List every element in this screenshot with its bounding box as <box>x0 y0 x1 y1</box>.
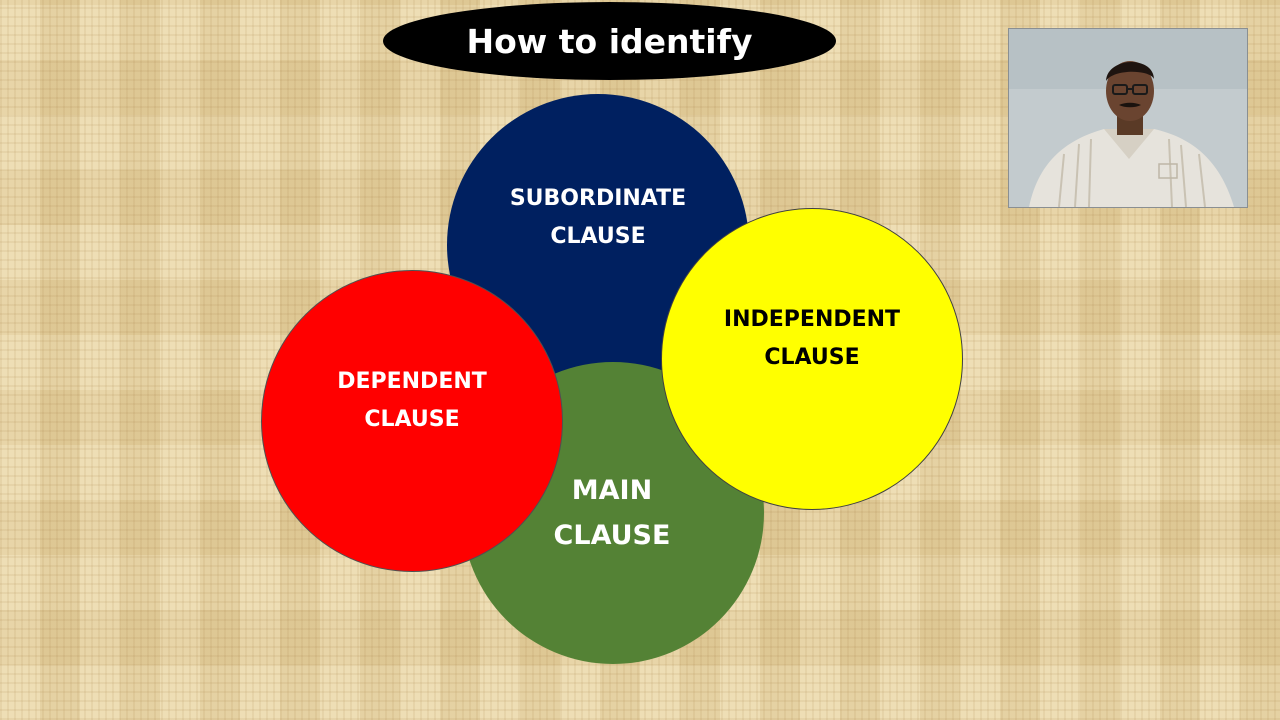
subordinate-clause-line1: SUBORDINATE <box>509 186 687 211</box>
title-banner: How to identify <box>383 2 836 80</box>
independent-clause-circle: INDEPENDENT CLAUSE <box>661 208 963 510</box>
presenter-figure <box>1009 29 1247 207</box>
subordinate-clause-line2: CLAUSE <box>550 224 646 249</box>
presenter-video-icon <box>1008 28 1248 208</box>
independent-clause-line1: INDEPENDENT <box>723 307 901 332</box>
main-clause-line2: CLAUSE <box>553 520 671 551</box>
main-clause-label: MAIN CLAUSE <box>553 468 671 558</box>
independent-clause-line2: CLAUSE <box>764 345 860 370</box>
dependent-clause-circle: DEPENDENT CLAUSE <box>261 270 563 572</box>
dependent-clause-line2: CLAUSE <box>364 407 460 432</box>
main-clause-line1: MAIN <box>571 475 653 506</box>
dependent-clause-line1: DEPENDENT <box>337 369 487 394</box>
slide-title: How to identify <box>466 21 753 61</box>
